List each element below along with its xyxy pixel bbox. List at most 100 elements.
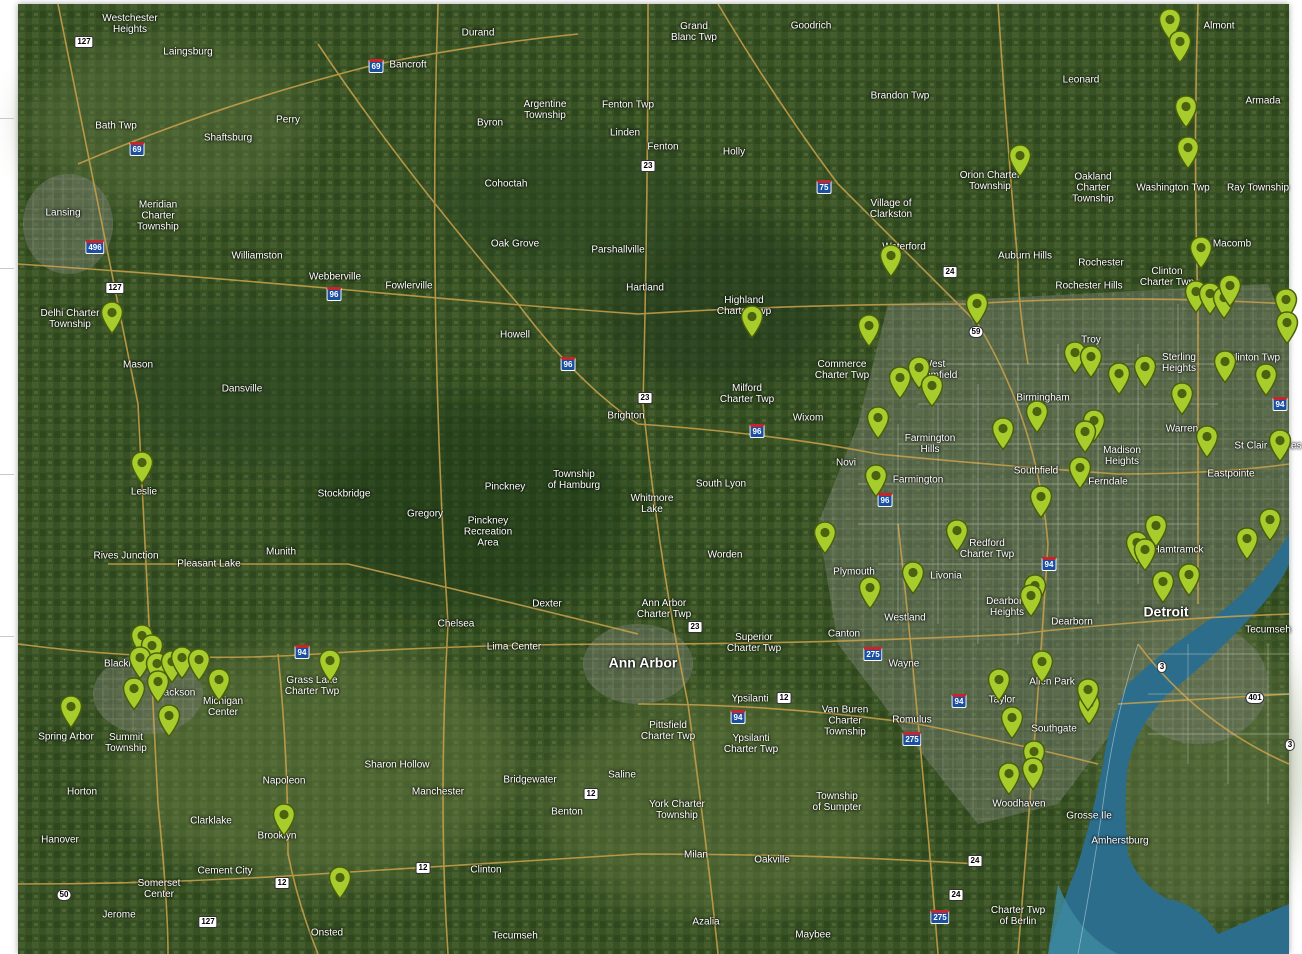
water-bodies — [1048, 534, 1289, 954]
route-shield-icon: 94 — [1041, 557, 1057, 571]
map-pin-icon[interactable] — [864, 464, 888, 498]
map-pin-icon[interactable] — [1019, 584, 1043, 618]
satellite-basemap — [17, 3, 1298, 954]
map-pin-icon[interactable] — [1170, 382, 1194, 416]
route-shield-icon: 275 — [902, 732, 922, 746]
route-shield-icon: 23 — [637, 392, 653, 404]
route-shield-icon: 12 — [415, 862, 431, 874]
map-pin-icon[interactable] — [122, 677, 146, 711]
map-pin-icon[interactable] — [857, 314, 881, 348]
forest-patches — [128, 134, 838, 614]
map-pin-icon[interactable] — [128, 646, 152, 680]
map-pin-icon[interactable] — [965, 292, 989, 326]
route-shield-icon: 94 — [730, 710, 746, 724]
border-line — [1077, 643, 1139, 954]
route-shield-icon: 24 — [942, 266, 958, 278]
map-pin-icon[interactable] — [1030, 650, 1054, 684]
route-shield-icon: 401 — [1245, 692, 1265, 704]
map-pin-icon[interactable] — [1218, 274, 1242, 308]
route-shield-icon: 59 — [968, 326, 984, 338]
map-pin-icon[interactable] — [1029, 485, 1053, 519]
map-pin-icon[interactable] — [1068, 456, 1092, 490]
map-pin-icon[interactable] — [813, 521, 837, 555]
route-shield-icon: 69 — [368, 59, 384, 73]
city-grid — [858, 304, 1289, 804]
map-pin-icon[interactable] — [318, 649, 342, 683]
map-pin-icon[interactable] — [1254, 363, 1278, 397]
map-pin-icon[interactable] — [207, 668, 231, 702]
route-shield-icon: 23 — [687, 621, 703, 633]
route-shield-icon: 75 — [816, 180, 832, 194]
map-pin-icon[interactable] — [866, 406, 890, 440]
map-pin-icon[interactable] — [328, 866, 352, 900]
route-shield-icon: 12 — [776, 692, 792, 704]
map-pin-icon[interactable] — [1025, 400, 1049, 434]
map-pin-icon[interactable] — [997, 762, 1021, 796]
map-pin-icon[interactable] — [901, 561, 925, 595]
map-pin-icon[interactable] — [1275, 311, 1299, 345]
page-edge-line — [0, 636, 14, 637]
map-pin-icon[interactable] — [1177, 563, 1201, 597]
route-shield-icon: 12 — [274, 877, 290, 889]
route-shield-icon: 94 — [294, 645, 310, 659]
map-pin-icon[interactable] — [187, 648, 211, 682]
route-shield-icon: 94 — [951, 694, 967, 708]
map-pin-icon[interactable] — [1268, 429, 1292, 463]
map-pin-icon[interactable] — [1021, 757, 1045, 791]
map-pin-icon[interactable] — [1079, 345, 1103, 379]
map-pin-icon[interactable] — [130, 451, 154, 485]
map-pin-icon[interactable] — [920, 374, 944, 408]
road-network — [17, 3, 1290, 954]
map-pin-icon[interactable] — [945, 519, 969, 553]
map-pin-icon[interactable] — [1008, 144, 1032, 178]
map-pin-icon[interactable] — [100, 301, 124, 335]
map-pin-icon[interactable] — [272, 803, 296, 837]
route-shield-icon: 96 — [560, 357, 576, 371]
route-shield-icon: 69 — [129, 142, 145, 156]
map-pin-icon[interactable] — [59, 695, 83, 729]
route-shield-icon: 127 — [74, 36, 94, 48]
map-pin-icon[interactable] — [1151, 570, 1175, 604]
route-shield-icon: 12 — [583, 788, 599, 800]
map-pin-icon[interactable] — [157, 704, 181, 738]
map-pin-icon[interactable] — [1258, 508, 1282, 542]
map-pin-icon[interactable] — [987, 668, 1011, 702]
map-pin-icon[interactable] — [1076, 678, 1100, 712]
field-patches — [28, 34, 1298, 924]
map-pin-icon[interactable] — [1133, 355, 1157, 389]
map-pin-icon[interactable] — [1107, 362, 1131, 396]
map-pin-icon[interactable] — [879, 244, 903, 278]
route-shield-icon: 275 — [863, 647, 883, 661]
page-edge-line — [0, 268, 14, 269]
map-pin-icon[interactable] — [1195, 425, 1219, 459]
route-shield-icon: 94 — [1272, 397, 1288, 411]
map-pin-icon[interactable] — [1144, 514, 1168, 548]
route-shield-icon: 127 — [105, 282, 125, 294]
map-pin-icon[interactable] — [1174, 95, 1198, 129]
map-pin-icon[interactable] — [740, 305, 764, 339]
map-pin-icon[interactable] — [1168, 30, 1192, 64]
route-shield-icon: 3 — [1156, 661, 1168, 673]
route-shield-icon: 24 — [948, 889, 964, 901]
map-pin-icon[interactable] — [1176, 136, 1200, 170]
map-pin-icon[interactable] — [858, 576, 882, 610]
route-shield-icon: 96 — [877, 493, 893, 507]
map-pin-icon[interactable] — [1000, 706, 1024, 740]
route-shield-icon: 275 — [930, 910, 950, 924]
page-edge-line — [0, 474, 14, 475]
map-pin-icon[interactable] — [1073, 420, 1097, 454]
route-shield-icon: 3 — [1284, 739, 1296, 751]
map-pin-icon[interactable] — [1133, 538, 1157, 572]
map-pin-icon[interactable] — [1189, 236, 1213, 270]
route-shield-icon: 96 — [749, 424, 765, 438]
route-shield-icon: 50 — [56, 889, 72, 901]
page-edge-line — [0, 118, 14, 119]
route-shield-icon: 23 — [640, 160, 656, 172]
route-shield-icon: 96 — [326, 287, 342, 301]
map-pin-icon[interactable] — [1235, 527, 1259, 561]
map-pin-icon[interactable] — [1213, 350, 1237, 384]
map-pin-icon[interactable] — [146, 670, 170, 704]
route-shield-icon: 24 — [967, 855, 983, 867]
map-pin-icon[interactable] — [991, 417, 1015, 451]
